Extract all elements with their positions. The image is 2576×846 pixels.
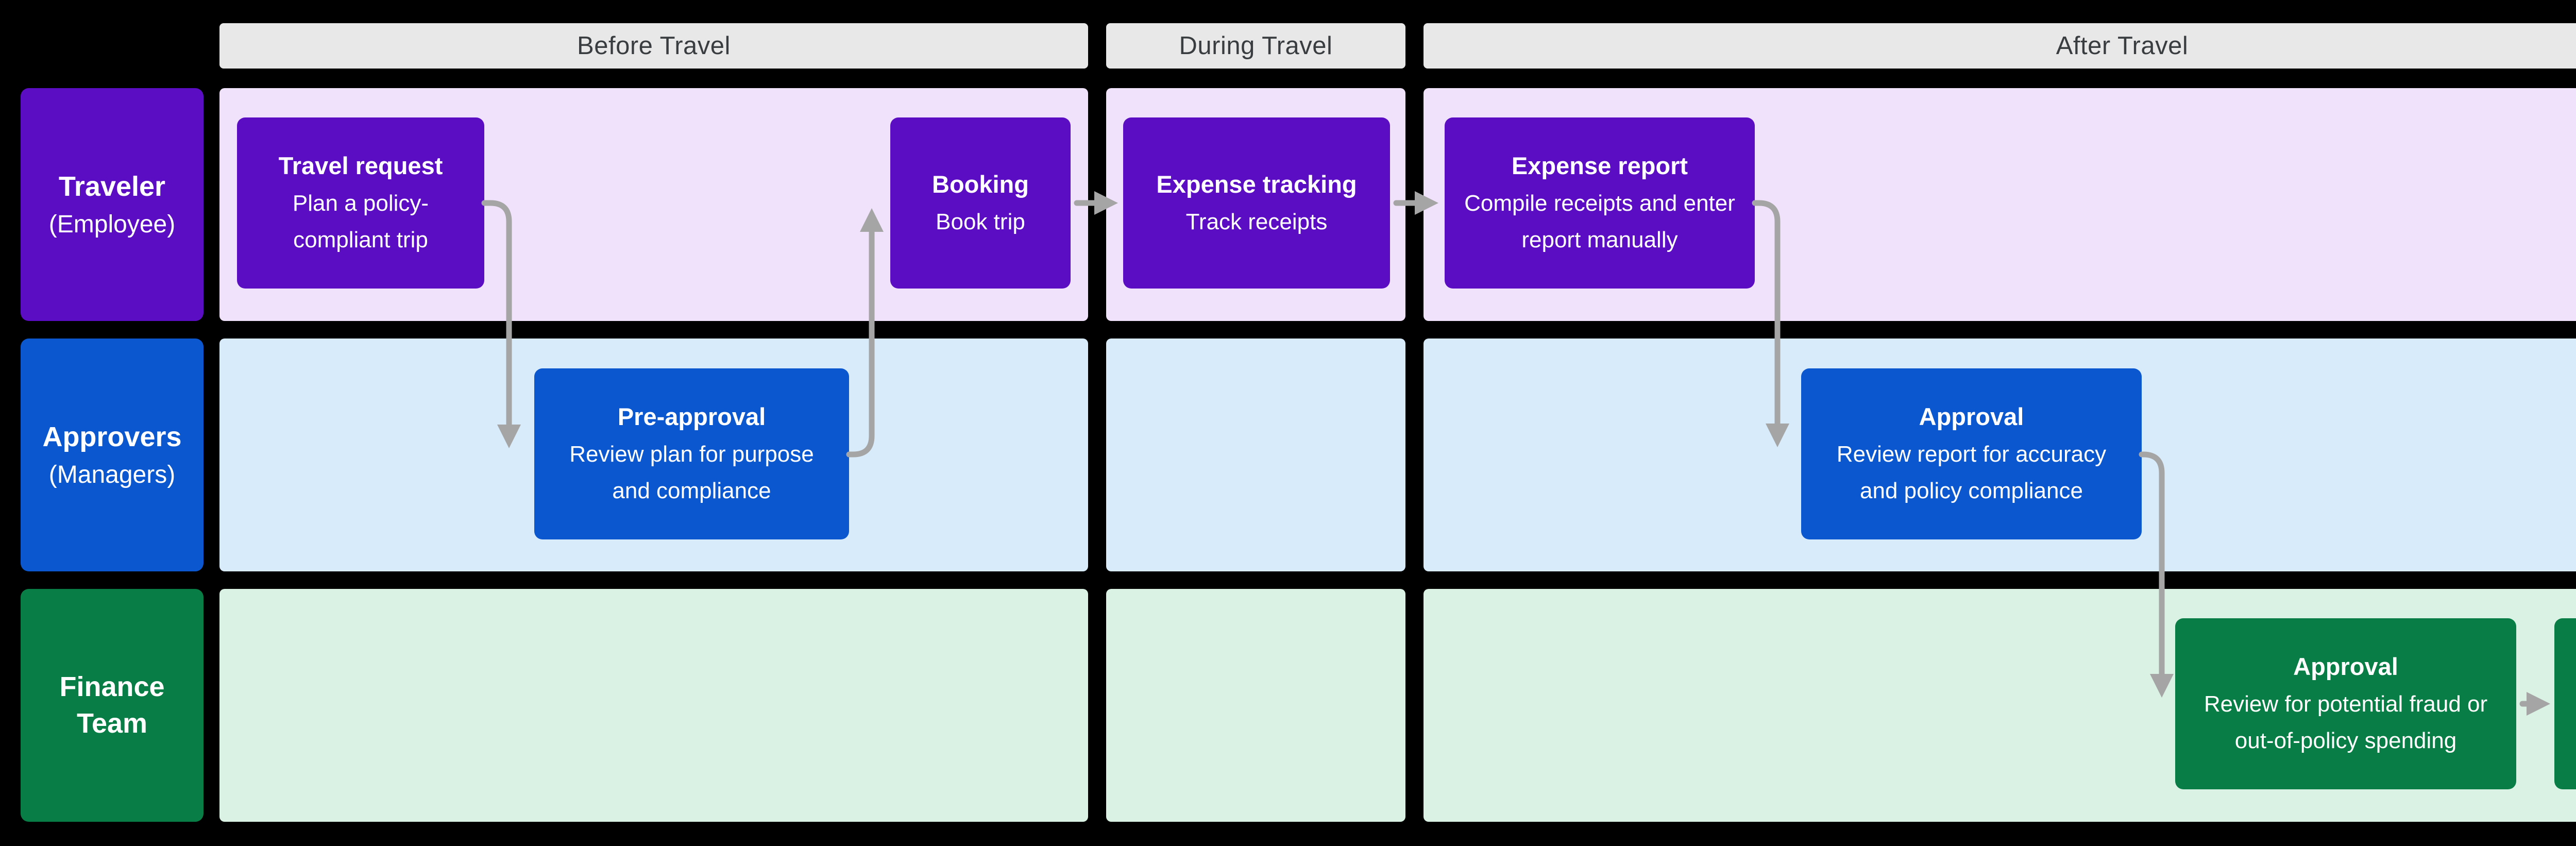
lane-title: Finance Team	[59, 671, 165, 739]
step-title: Travel request	[278, 152, 443, 180]
step-expense-report: Expense report Compile receipts and ente…	[1445, 117, 1755, 289]
phase-header-during-travel: During Travel	[1106, 23, 1405, 69]
lane-title: Traveler	[58, 171, 166, 202]
step-desc: Compile receipts and enter report manual…	[1464, 191, 1735, 253]
step-travel-request: Travel request Plan a policy-compliant t…	[237, 117, 484, 289]
step-title: Approval	[2293, 653, 2398, 681]
step-expense-tracking: Expense tracking Track receipts	[1123, 117, 1390, 289]
step-title: Reimbursement & Accounting	[2569, 666, 2576, 741]
step-reimbursement-accounting: Reimbursement & Accounting	[2554, 618, 2576, 789]
lane-label-approvers: Approvers (Managers)	[21, 339, 204, 571]
step-desc: Book trip	[936, 209, 1025, 234]
step-title: Pre-approval	[617, 403, 766, 431]
lane-label-traveler: Traveler (Employee)	[21, 88, 204, 321]
step-title: Booking	[932, 170, 1029, 198]
lane-subtitle: (Employee)	[48, 210, 176, 238]
step-title: Expense report	[1511, 152, 1688, 180]
lane-title: Approvers	[42, 421, 182, 452]
lane-track-approvers-during	[1106, 339, 1405, 571]
step-desc: Track receipts	[1185, 209, 1328, 234]
step-title: Approval	[1919, 403, 2024, 431]
phase-header-label: During Travel	[1179, 32, 1333, 60]
step-title: Expense tracking	[1156, 170, 1357, 198]
lane-label-finance-team: Finance Team	[21, 589, 204, 822]
step-booking: Booking Book trip	[890, 117, 1071, 289]
step-pre-approval: Pre-approval Review plan for purpose and…	[534, 368, 849, 539]
phase-header-after-travel: After Travel	[1423, 23, 2576, 69]
phase-header-before-travel: Before Travel	[219, 23, 1088, 69]
lane-subtitle: (Managers)	[48, 461, 176, 488]
step-approval-managers: Approval Review report for accuracy and …	[1801, 368, 2142, 539]
lane-track-finance-during	[1106, 589, 1405, 822]
step-desc: Review for potential fraud or out-of-pol…	[2204, 691, 2488, 754]
step-desc: Plan a policy-compliant trip	[292, 191, 429, 253]
phase-header-label: Before Travel	[577, 32, 731, 60]
step-desc: Review report for accuracy and policy co…	[1836, 442, 2107, 504]
lane-track-finance-before	[219, 589, 1088, 822]
phase-header-label: After Travel	[2056, 32, 2189, 60]
step-desc: Review plan for purpose and compliance	[569, 442, 814, 504]
step-approval-finance: Approval Review for potential fraud or o…	[2175, 618, 2516, 789]
